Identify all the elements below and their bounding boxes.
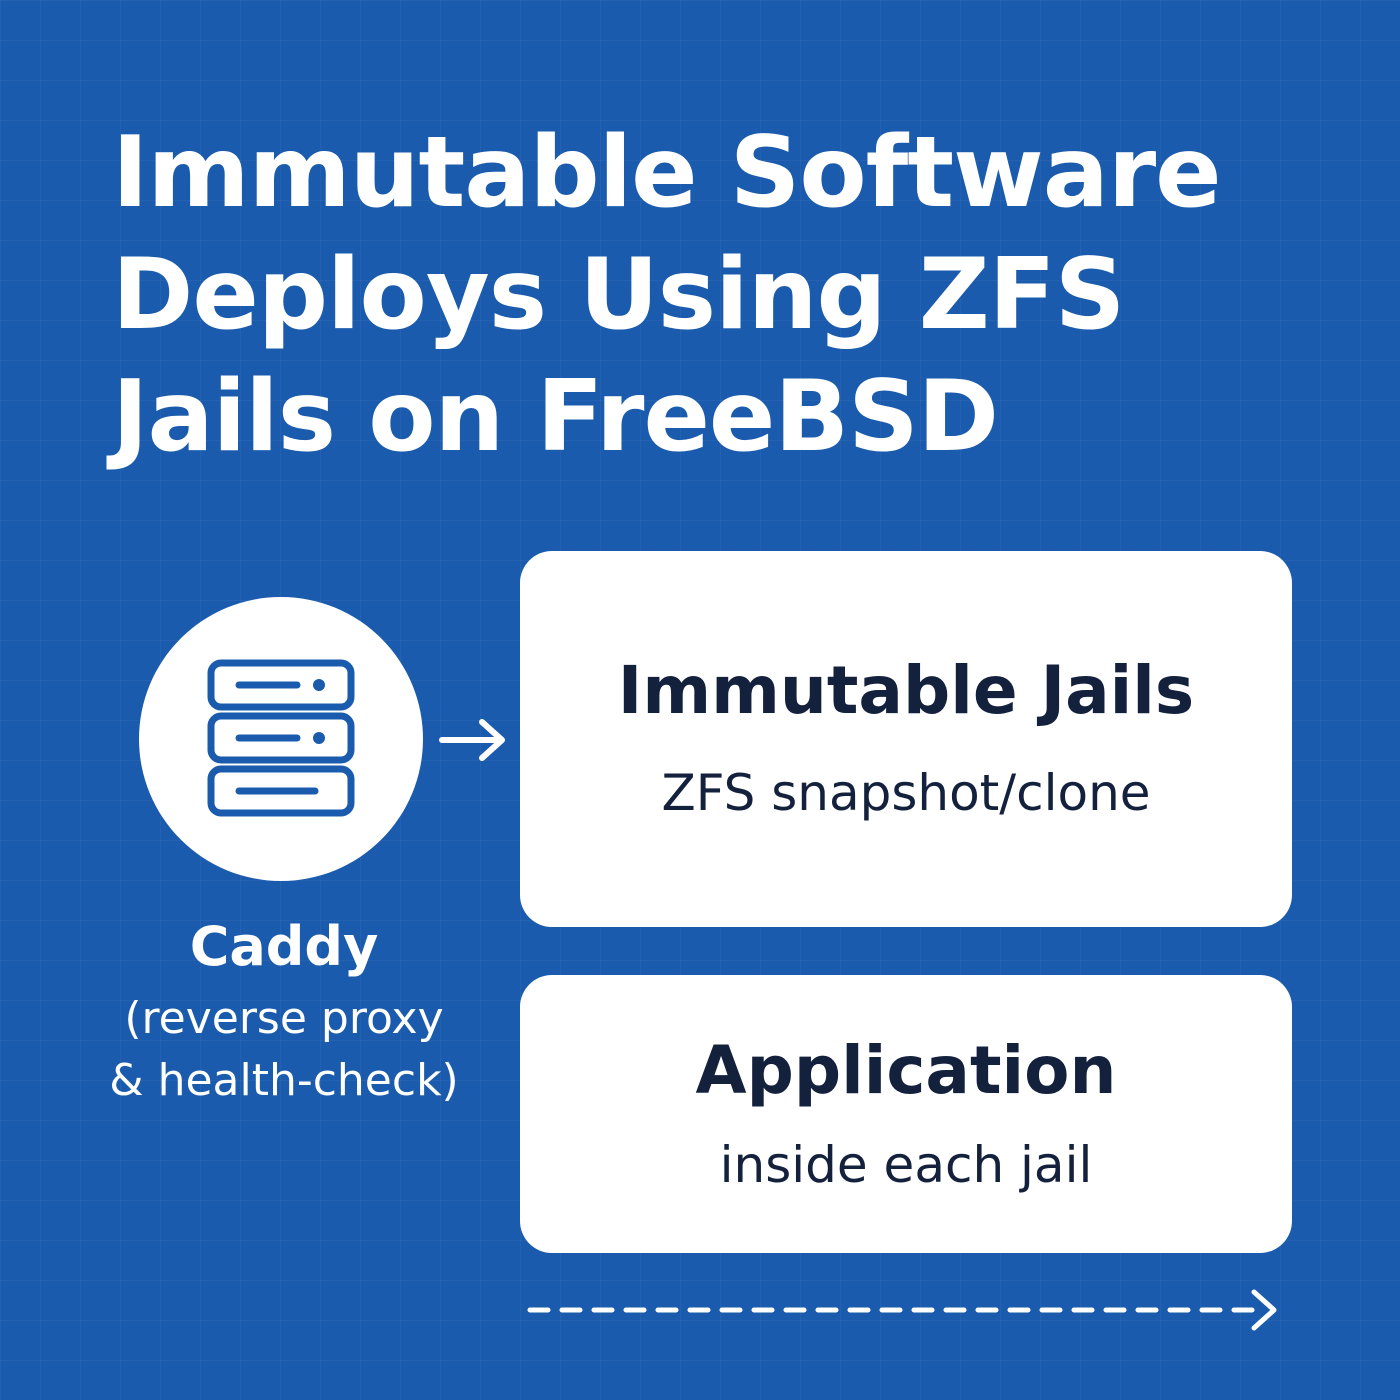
immutable-jails-card: Immutable Jails ZFS snapshot/clone: [520, 551, 1292, 927]
caddy-desc-line-2: & health-check): [109, 1055, 459, 1106]
caddy-desc-line-1: (reverse proxy: [124, 993, 444, 1044]
right-arrow-icon: [439, 719, 505, 761]
card-subtitle: ZFS snapshot/clone: [661, 764, 1151, 822]
server-stack-icon: [207, 659, 355, 817]
title-line-1: Immutable Software: [112, 116, 1222, 230]
title-line-3: Jails on FreeBSD: [112, 360, 999, 474]
dashed-arrow-icon: [527, 1289, 1277, 1331]
card-title: Application: [695, 1032, 1117, 1109]
caddy-description: (reverse proxy & health-check): [84, 988, 484, 1112]
card-title: Immutable Jails: [617, 652, 1195, 729]
caddy-node: [139, 597, 423, 881]
diagram-title: Immutable Software Deploys Using ZFS Jai…: [112, 112, 1312, 478]
title-line-2: Deploys Using ZFS: [112, 238, 1125, 352]
caddy-label: Caddy: [189, 915, 379, 978]
application-card: Application inside each jail: [520, 975, 1292, 1253]
card-subtitle: inside each jail: [719, 1136, 1093, 1194]
